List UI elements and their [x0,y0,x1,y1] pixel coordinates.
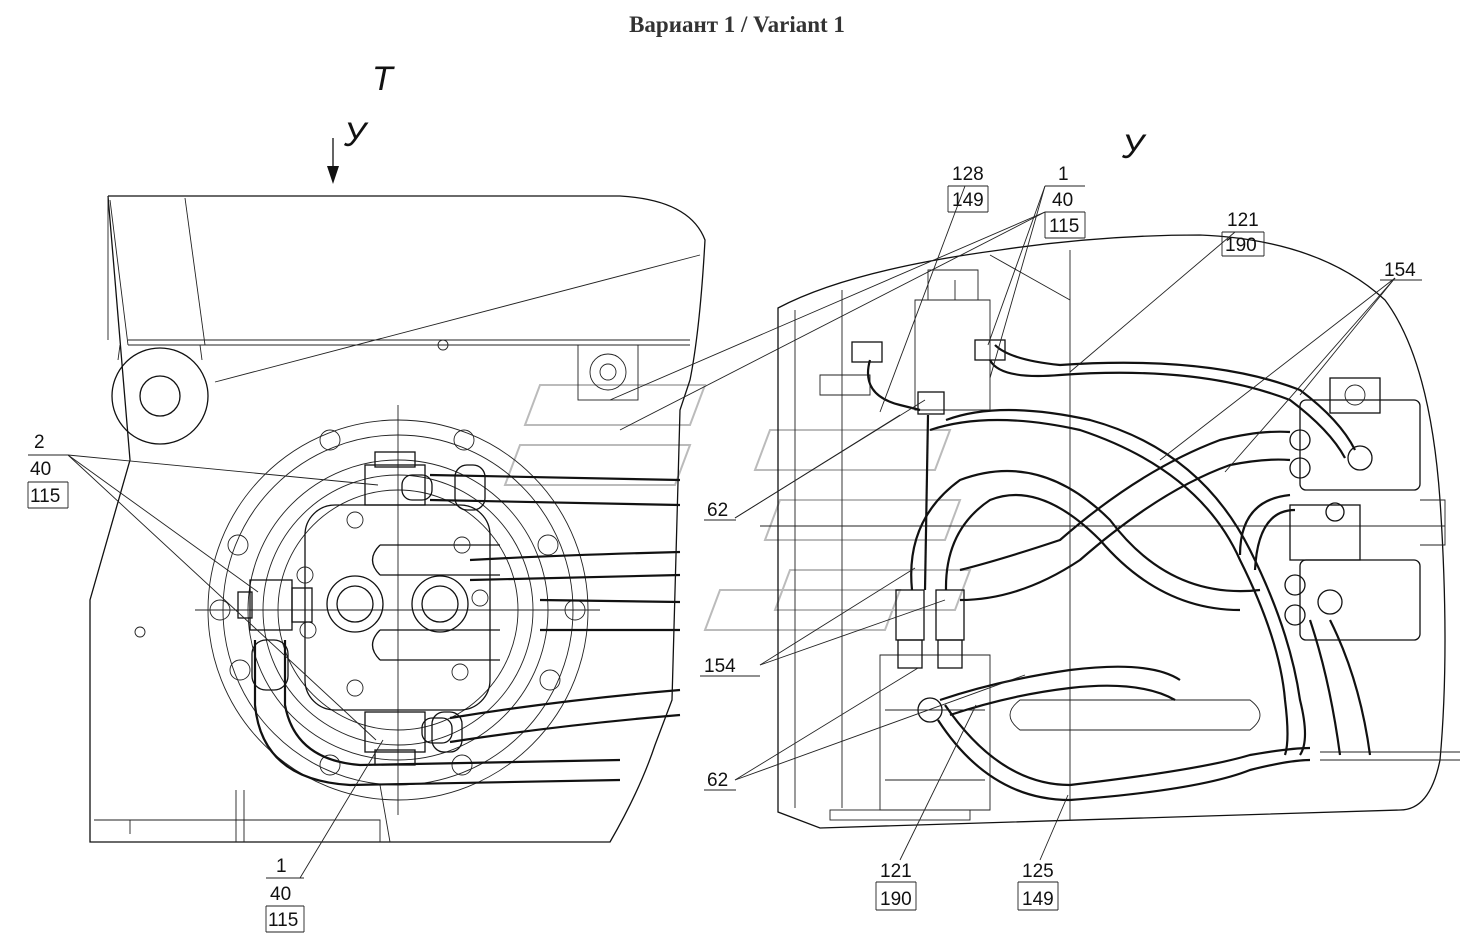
svg-text:190: 190 [880,889,912,910]
svg-text:121: 121 [1227,210,1259,231]
leader-lines-left [67,454,384,879]
callout-left-1: 1 40 115 [265,856,305,933]
callout-right-125: 125 149 [1017,861,1059,911]
svg-text:115: 115 [1049,216,1079,237]
fittings-right [851,339,1006,723]
svg-text:40: 40 [30,459,51,480]
svg-text:121: 121 [880,861,912,882]
pump-upper [1289,377,1421,491]
callout-right-121-top: 121 190 [1221,210,1265,257]
hydraulic-motor [195,405,600,815]
drawing-title: Вариант 1 / Variant 1 [629,12,845,37]
leader-lines-right [609,185,1396,861]
machine-frame [760,234,1460,829]
svg-text:1: 1 [276,856,287,877]
svg-text:149: 149 [1022,889,1054,910]
view-arrow-label: У [343,116,369,154]
watermark-logo [503,384,972,631]
svg-text:128: 128 [952,164,984,185]
callout-right-62-lower: 62 [704,770,736,791]
svg-text:62: 62 [707,500,728,521]
callout-right-1: 1 40 115 [1044,164,1086,239]
svg-text:154: 154 [1384,260,1416,281]
svg-text:190: 190 [1225,235,1257,256]
frame-housing [89,195,706,843]
svg-text:2: 2 [34,432,45,453]
svg-text:125: 125 [1022,861,1054,882]
svg-text:40: 40 [1052,190,1073,211]
hoses-right [866,344,1372,802]
right-view: У [609,128,1460,861]
pump-lower [1284,502,1421,641]
svg-text:40: 40 [270,884,291,905]
callout-right-154-top: 154 [1380,260,1422,281]
svg-text:62: 62 [707,770,728,791]
hoses-left [251,464,681,787]
callout-right-62-upper: 62 [704,500,736,521]
section-mark-t: T [372,60,395,98]
svg-text:1: 1 [1058,164,1069,185]
view-arrow-icon [327,138,339,184]
left-view: T У [67,60,706,879]
callout-left-2: 2 40 115 [27,432,69,509]
svg-text:149: 149 [952,190,984,211]
svg-text:115: 115 [268,910,298,931]
fitting-top [364,451,433,506]
callout-right-121-bottom: 121 190 [875,861,917,911]
svg-text:154: 154 [704,656,736,677]
view-name-label: У [1121,128,1147,166]
callout-right-128: 128 149 [947,164,989,213]
svg-text:115: 115 [30,486,60,507]
fitting-left [237,579,313,631]
callout-right-154-mid: 154 [700,656,760,677]
